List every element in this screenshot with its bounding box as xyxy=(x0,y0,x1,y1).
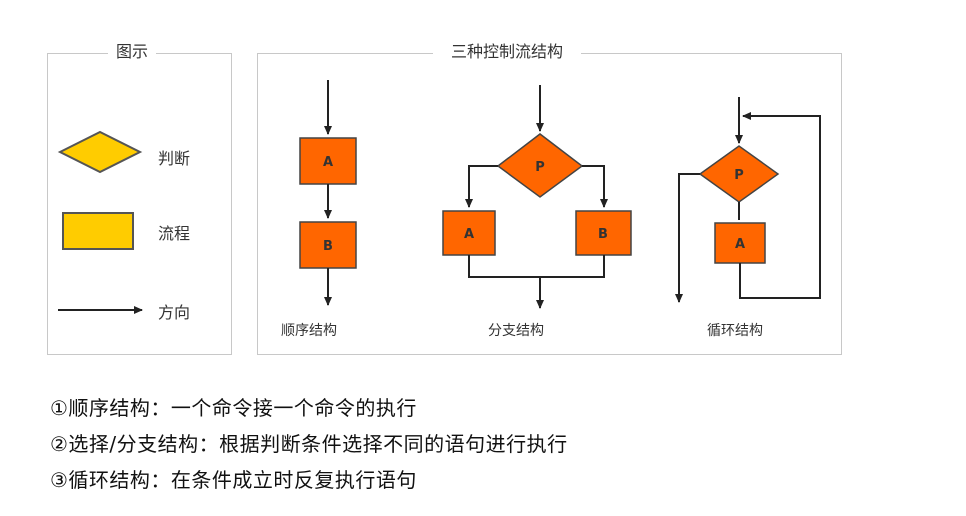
legend-title: 图示 xyxy=(108,38,157,62)
legend-label-process: 流程 xyxy=(158,224,191,243)
legend-label-decision: 判断 xyxy=(158,149,191,168)
diamond-icon xyxy=(57,130,143,174)
loop-decision-label: P xyxy=(734,168,744,183)
branch-left-arrow xyxy=(465,165,498,208)
loop-box-a-label: A xyxy=(735,237,745,252)
branch-box-b xyxy=(575,210,632,256)
branch-caption: 分支结构 xyxy=(488,323,544,339)
loop-structure: P A xyxy=(675,97,821,303)
loop-decision xyxy=(698,145,780,203)
sequence-box-b-label: B xyxy=(323,239,333,254)
description-loop: ③循环结构：在条件成立时反复执行语句 xyxy=(50,468,417,492)
branch-decision-label: P xyxy=(535,160,545,175)
branch-box-b-label: B xyxy=(598,227,608,242)
loop-exit-arrow xyxy=(675,173,700,303)
branch-right-arrow xyxy=(582,165,608,208)
branch-box-a xyxy=(442,210,496,256)
rectangle-icon xyxy=(62,212,134,250)
branch-structure: P A B xyxy=(442,85,632,309)
sequence-caption: 顺序结构 xyxy=(281,323,337,339)
sequence-box-a-label: A xyxy=(323,155,333,170)
loop-caption: 循环结构 xyxy=(707,323,763,339)
description-sequence: ①顺序结构：一个命令接一个命令的执行 xyxy=(50,396,417,420)
description-branch: ②选择/分支结构：根据判断条件选择不同的语句进行执行 xyxy=(50,432,568,456)
sequence-box-a xyxy=(299,137,357,185)
legend-label-direction: 方向 xyxy=(158,303,191,322)
loop-back-arrow xyxy=(739,112,821,299)
branch-box-a-label: A xyxy=(464,227,474,242)
branch-merge-line xyxy=(468,255,605,278)
diagram-title: 三种控制流结构 xyxy=(433,38,582,62)
sequence-structure: A B xyxy=(299,80,357,306)
